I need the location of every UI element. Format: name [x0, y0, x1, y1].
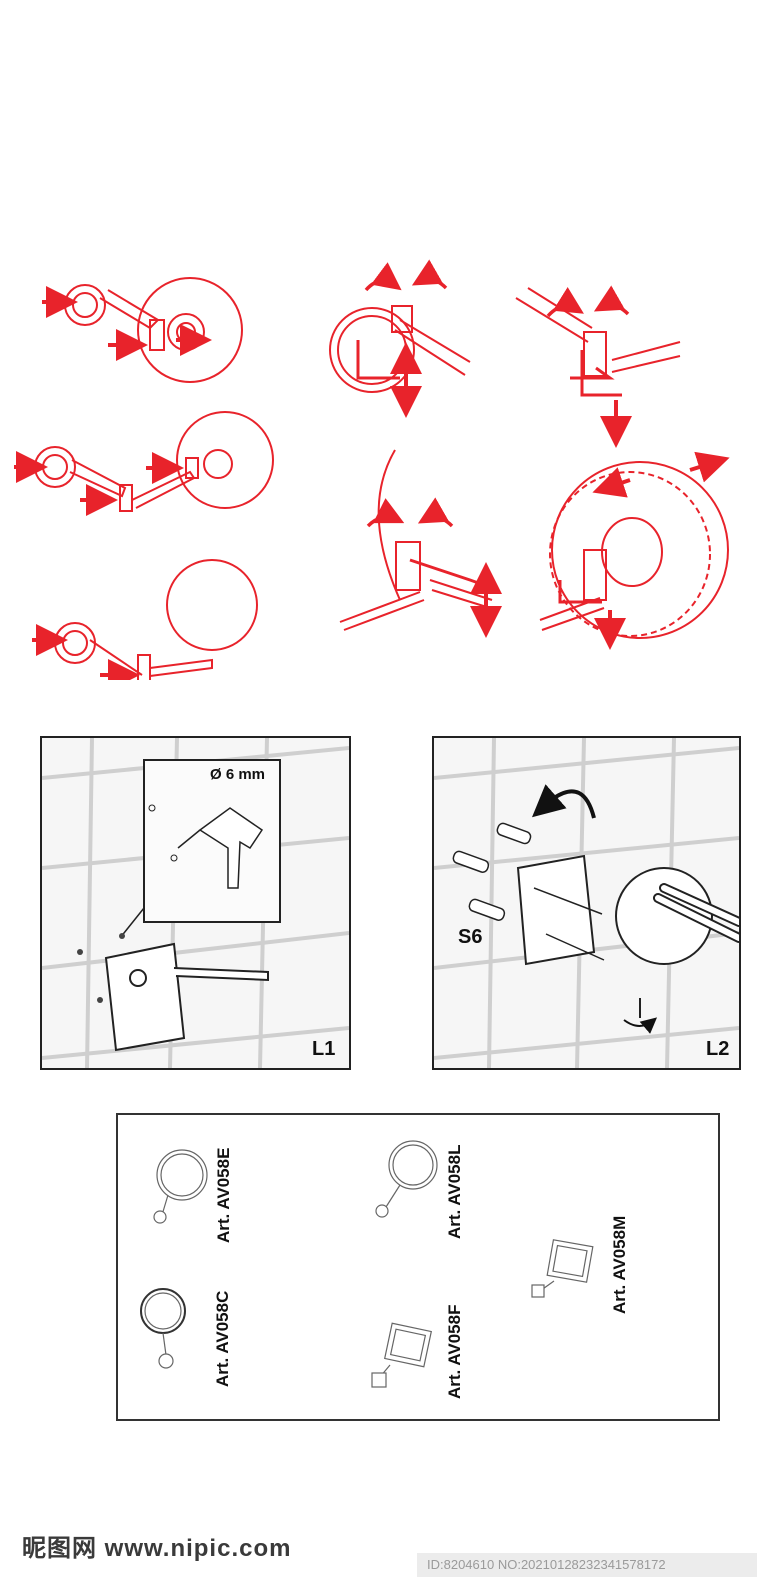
model-code-e: Art. AV058E	[214, 1147, 233, 1243]
model-variants-box: Art. AV058E Art. AV058L Art. AV058M Art.…	[116, 1113, 720, 1421]
wall-bracket	[516, 854, 605, 966]
install-panel-mount: S6 L2	[432, 736, 741, 1070]
pivot-diagram	[339, 449, 499, 631]
mount-illustration	[434, 738, 739, 1068]
rotate-arrow	[593, 285, 630, 316]
model-thumb-e	[153, 1149, 208, 1224]
mirror-folded-diagram	[64, 277, 243, 383]
panel-label-l1: L1	[312, 1038, 336, 1060]
arrow-red	[592, 467, 631, 498]
model-code-f: Art. AV058F	[445, 1304, 464, 1399]
drill-icon	[177, 807, 264, 889]
wall-bracket	[104, 942, 269, 1052]
rotate-arrow	[546, 287, 584, 318]
wall-tiles-illustration	[42, 738, 349, 1068]
install-panel-drill: Ø 6 mm L1	[40, 736, 351, 1070]
model-thumb-m	[531, 1239, 594, 1298]
drill-callout-box	[143, 759, 281, 923]
rotate-arrow	[364, 262, 402, 292]
model-code-c: Art. AV058C	[213, 1290, 232, 1387]
hinge-key-diagram-1	[329, 305, 471, 393]
model-thumb-l	[375, 1140, 438, 1218]
assembly-diagrams	[14, 259, 730, 680]
model-thumb-f	[371, 1322, 433, 1388]
attach-arrow	[531, 784, 596, 819]
hinge-key-diagram-2	[515, 287, 681, 397]
rotate-arrow	[417, 497, 454, 528]
watermark-id: ID:8204610 NO:20210128232341578172	[417, 1553, 757, 1577]
wall-plugs	[452, 822, 532, 921]
model-thumbnails	[140, 1140, 594, 1388]
model-code-m: Art. AV058M	[610, 1215, 629, 1314]
mirror-extended-diagram	[34, 411, 274, 512]
screw-label: S6	[458, 926, 483, 948]
watermark-site: 昵图网 www.nipic.com	[22, 1535, 292, 1562]
drill-size-label: Ø 6 mm	[210, 766, 266, 783]
mirror-straight-diagram	[54, 559, 258, 680]
mirror-adjust-diagram	[539, 461, 729, 639]
rotate-arrow	[366, 498, 405, 528]
model-thumb-c	[140, 1288, 186, 1369]
model-code-l: Art. AV058L	[445, 1144, 464, 1239]
mirror-head	[615, 867, 713, 965]
rotate-arrow	[411, 259, 448, 290]
panel-label-l2: L2	[706, 1038, 730, 1060]
screw-rotate-arrow	[623, 1017, 658, 1034]
arrow-red	[689, 451, 730, 483]
